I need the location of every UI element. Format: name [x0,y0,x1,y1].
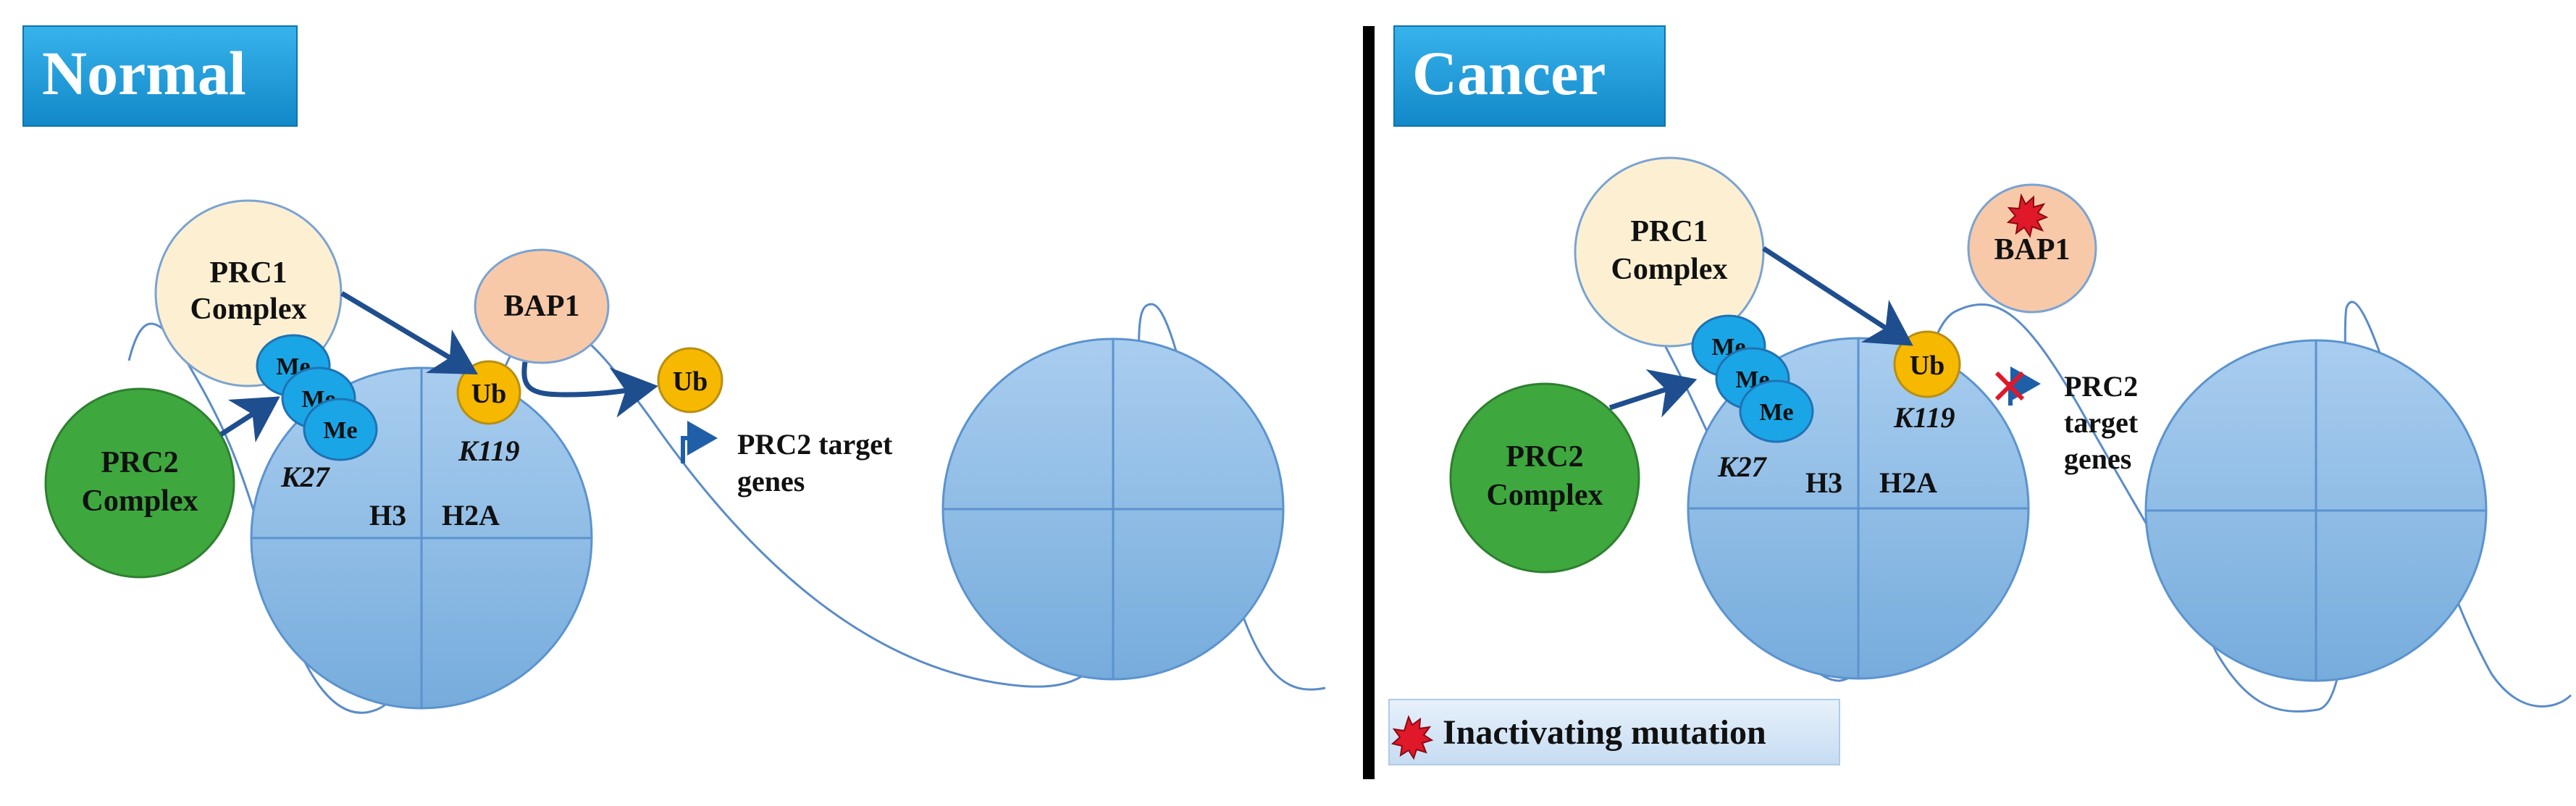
mutation-legend: Inactivating mutation [1388,699,1840,765]
normal-ub-bound-label: Ub [471,379,507,409]
normal-ub-released: Ub [657,347,723,414]
normal-ub-bound: Ub [456,360,521,425]
cancer-prc2-line2: Complex [1487,479,1603,512]
normal-k119-label: K119 [458,435,519,467]
red-star-burst-icon [1390,715,1434,760]
normal-prc1-line1: PRC1 [209,256,287,290]
normal-me-3-label: Me [323,417,357,444]
bap1-mutation-star-icon [2006,193,2049,238]
cancer-gene-activation-arrow [2008,366,2041,406]
cancer-target-genes-line3: genes [2064,442,2131,475]
cancer-k27-label: K27 [1717,450,1768,483]
normal-title: Normal [42,38,246,108]
cancer-k119-label: K119 [1893,401,1955,434]
normal-prc1-line2: Complex [190,293,307,326]
normal-prc2-line2: Complex [82,484,198,518]
cancer-bap1: BAP1 [1967,183,2097,314]
cancer-prc2-complex: PRC2 Complex [1449,382,1640,574]
normal-bap1: BAP1 [474,248,610,364]
cancer-prc1-to-ub-arrow [1762,246,1913,346]
cancer-prc1-complex: PRC1 Complex [1574,156,1765,348]
normal-k27-label: K27 [280,461,331,493]
panel-divider [1363,26,1375,779]
normal-h2a-label: H2A [442,499,500,532]
cancer-prc2-to-me-arrow [1608,369,1698,418]
cancer-bap1-label: BAP1 [1994,233,2071,266]
cancer-target-genes-line2: target [2064,406,2139,439]
cancer-me-3: Me [1739,379,1814,443]
cancer-me-3-label: Me [1759,399,1793,426]
cancer-prc2-line1: PRC2 [1506,440,1583,474]
normal-nucleosome-2 [941,337,1285,681]
cancer-h2a-label: H2A [1879,466,1937,499]
normal-prc2-line1: PRC2 [101,446,178,479]
cancer-ub-bound: Ub [1893,330,1961,398]
normal-gene-activation-arrow [681,421,718,463]
cancer-panel: Cancer H3 H2A K27 K119 PRC1 Complex PRC2… [1388,25,2572,765]
blocked-cross-icon [1994,371,2025,401]
normal-h3-label: H3 [369,499,406,532]
normal-target-genes-line1: PRC2 target [737,428,893,461]
normal-ub-released-label: Ub [673,366,708,397]
cancer-target-genes-line1: PRC2 [2064,370,2138,403]
cancer-title-box: Cancer [1393,25,1666,127]
cancer-prc1-line2: Complex [1611,253,1728,286]
normal-prc1-to-ub-arrow [340,290,479,375]
cancer-nucleosome-2 [2144,339,2488,682]
normal-me-3: Me [303,398,378,461]
normal-prc2-complex: PRC2 Complex [44,387,235,579]
normal-bap1-deub-arrow [521,361,658,418]
legend-label: Inactivating mutation [1443,713,1766,752]
normal-title-box: Normal [22,25,298,127]
cancer-title: Cancer [1412,38,1606,108]
normal-panel: Normal H3 H2A K27 K119 PRC1 Complex [22,25,1326,714]
normal-prc2-to-me-arrow [219,396,280,442]
cancer-ub-bound-label: Ub [1910,350,1945,381]
normal-target-genes-line2: genes [737,465,805,498]
normal-bap1-label: BAP1 [504,290,580,323]
cancer-h3-label: H3 [1805,466,1842,499]
cancer-prc1-line1: PRC1 [1630,215,1708,248]
